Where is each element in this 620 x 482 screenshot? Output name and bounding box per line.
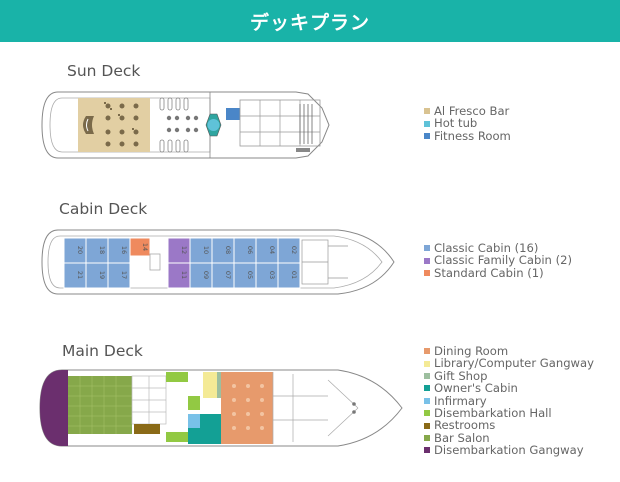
page-title: デッキプラン xyxy=(249,11,370,34)
disembarkation-gangway xyxy=(40,370,68,446)
cabin-deck-title: Cabin Deck xyxy=(59,200,148,218)
sun-deck-legend: Al Fresco Bar Hot tub Fitness Room xyxy=(424,105,511,142)
cabin-number: 21 xyxy=(76,271,84,279)
legend-swatch xyxy=(424,372,430,379)
cabin-number: 17 xyxy=(120,271,128,279)
legend-swatch xyxy=(424,257,430,264)
dining-room xyxy=(221,372,273,444)
main-deck-plan xyxy=(39,369,403,447)
cabin-number: 12 xyxy=(180,246,188,254)
library-computer-gangway xyxy=(203,372,217,398)
legend-swatch xyxy=(424,360,430,367)
disembarkation-hall xyxy=(166,372,188,382)
sun-deck-title: Sun Deck xyxy=(67,62,141,80)
legend-item: Classic Family Cabin (2) xyxy=(424,254,572,267)
cabin-number: 18 xyxy=(98,246,106,254)
page-header: デッキプラン xyxy=(0,0,620,42)
restrooms-a xyxy=(134,424,148,434)
sun-deck-plan xyxy=(41,91,330,159)
legend-item: Infirmary xyxy=(424,394,594,407)
cabin-deck-legend: Classic Cabin (16) Classic Family Cabin … xyxy=(424,242,572,279)
cabin-number: 10 xyxy=(202,246,210,254)
legend-swatch xyxy=(424,447,430,454)
cabin-number: 07 xyxy=(224,271,232,279)
legend-swatch xyxy=(424,348,430,355)
main-deck-legend: Dining Room Library/Computer Gangway Gif… xyxy=(424,345,594,457)
legend-item: Standard Cabin (1) xyxy=(424,266,572,279)
cabin-number: 03 xyxy=(268,271,276,279)
legend-item: Dining Room xyxy=(424,345,594,357)
legend-swatch xyxy=(424,410,430,417)
classic-cabins-fore xyxy=(189,237,301,289)
cabin-number: 20 xyxy=(76,246,84,254)
legend-swatch xyxy=(424,385,430,392)
legend-swatch xyxy=(424,245,430,252)
bar-salon xyxy=(68,376,132,434)
standard-cabin xyxy=(129,237,151,257)
legend-item: Disembarkation Hall xyxy=(424,407,594,419)
cabin-number: 06 xyxy=(246,246,254,254)
legend-item: Bar Salon xyxy=(424,431,594,444)
cabin-number: 04 xyxy=(268,246,276,254)
legend-swatch xyxy=(424,132,430,139)
cabin-number: 11 xyxy=(180,271,188,279)
restrooms-b xyxy=(148,424,160,434)
main-deck-title: Main Deck xyxy=(62,342,143,360)
legend-swatch xyxy=(424,108,430,115)
disembarkation-hall-b xyxy=(166,432,188,442)
fitness-room xyxy=(226,108,240,120)
legend-item: Al Fresco Bar xyxy=(424,105,511,117)
cabin-number: 08 xyxy=(224,246,232,254)
cabin-number: 09 xyxy=(202,271,210,279)
legend-item: Disembarkation Gangway xyxy=(424,444,594,457)
cabin-number: 02 xyxy=(290,246,298,254)
legend-swatch xyxy=(424,422,430,429)
classic-family-cabins xyxy=(167,237,191,289)
legend-item: Classic Cabin (16) xyxy=(424,242,572,254)
cabin-number: 05 xyxy=(246,271,254,279)
cabin-number: 16 xyxy=(120,246,128,254)
legend-swatch xyxy=(424,434,430,441)
legend-item: Restrooms xyxy=(424,419,594,432)
cabin-deck-plan: 20 18 16 14 12 10 08 06 04 02 21 19 17 1… xyxy=(41,229,395,295)
legend-swatch xyxy=(424,269,430,276)
legend-swatch xyxy=(424,120,430,127)
legend-swatch xyxy=(424,397,430,404)
disembarkation-hall-c xyxy=(188,396,200,410)
legend-item: Library/Computer Gangway xyxy=(424,357,594,370)
legend-item: Owner's Cabin xyxy=(424,382,594,395)
cabin-number: 19 xyxy=(98,271,106,279)
legend-item: Hot tub xyxy=(424,117,511,130)
cabin-number: 01 xyxy=(290,271,298,279)
legend-item: Fitness Room xyxy=(424,129,511,142)
cabin-number: 14 xyxy=(141,243,149,251)
legend-item: Gift Shop xyxy=(424,369,594,382)
